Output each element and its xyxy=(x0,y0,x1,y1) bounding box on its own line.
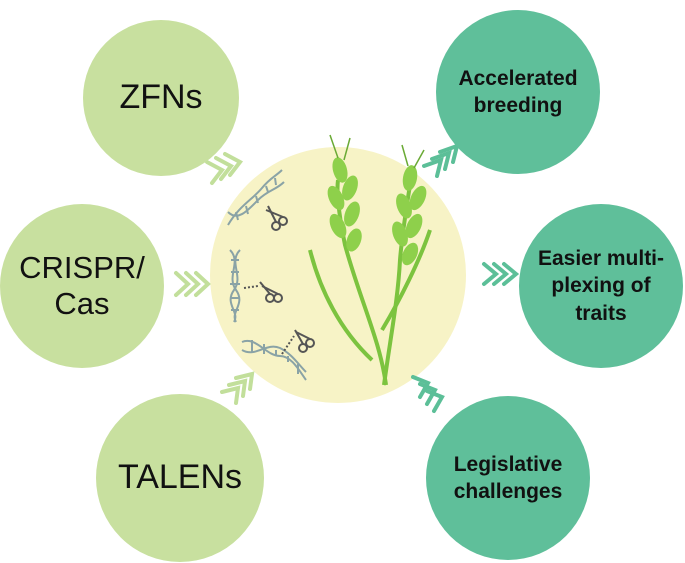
chevron-arrow-icon xyxy=(482,262,520,286)
outcome-label-line: Accelerated xyxy=(458,66,578,90)
outcome-label-line: Easier multi- xyxy=(537,247,665,271)
chevron-arrow-icon xyxy=(205,152,244,185)
outcome-bubble-breeding: Accelerated breeding xyxy=(436,10,600,174)
chevron-arrow-icon xyxy=(174,271,211,297)
tool-label-line: ZFNs xyxy=(119,78,203,117)
outcome-label-line: traits xyxy=(575,301,627,325)
scissors-icon xyxy=(243,281,283,303)
tool-label-line: TALENs xyxy=(117,458,243,497)
tool-bubble-zfns: ZFNs xyxy=(83,20,239,176)
scissors-icon xyxy=(265,205,288,231)
tool-bubble-crispr: CRISPR/ Cas xyxy=(0,204,164,368)
dna-helix-icon xyxy=(241,339,307,381)
chevron-arrow-icon xyxy=(411,375,445,413)
outcome-label-line: plexing of xyxy=(551,274,651,298)
outcome-label-line: breeding xyxy=(473,94,563,117)
outcome-label-line: Legislative xyxy=(453,452,563,476)
outcome-bubble-multiplexing: Easier multi- plexing of traits xyxy=(519,204,683,368)
dna-helix-icon xyxy=(229,249,241,323)
tool-bubble-talens: TALENs xyxy=(96,394,264,562)
scissors-icon xyxy=(281,329,315,355)
tool-label-line: CRISPR/ xyxy=(19,250,145,286)
outcome-label-line: challenges xyxy=(453,480,563,503)
wheat-plant-icon xyxy=(308,134,432,386)
chevron-arrow-icon xyxy=(220,371,255,405)
outcome-bubble-legislative: Legislative challenges xyxy=(426,396,590,560)
tool-label-line: Cas xyxy=(54,286,110,321)
chevron-arrow-icon xyxy=(422,142,460,178)
dna-helix-icon xyxy=(227,169,285,226)
